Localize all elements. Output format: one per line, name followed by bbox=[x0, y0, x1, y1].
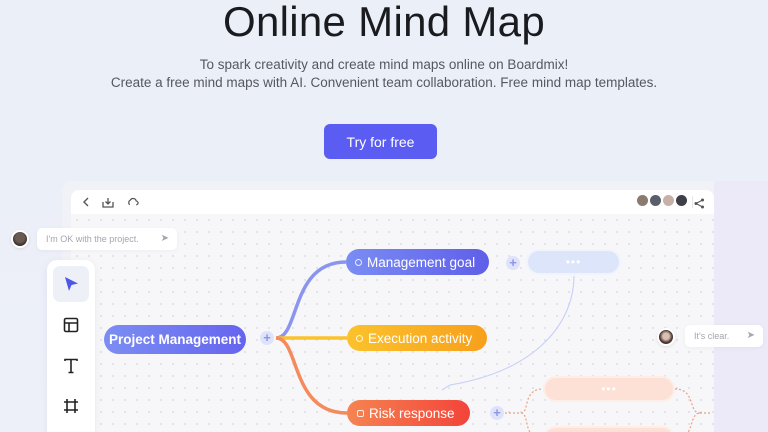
placeholder-node[interactable]: ••• bbox=[526, 249, 621, 275]
try-for-free-button[interactable]: Try for free bbox=[324, 124, 437, 159]
add-branch-icon[interactable]: + bbox=[260, 331, 274, 345]
node-label: Execution activity bbox=[368, 330, 473, 346]
node-label: Management goal bbox=[367, 254, 476, 270]
node-marker-icon bbox=[355, 258, 362, 266]
chat-message: I'm OK with the project. bbox=[46, 234, 139, 244]
avatar[interactable] bbox=[637, 195, 648, 206]
text-icon bbox=[64, 358, 78, 374]
node-marker-icon bbox=[357, 409, 364, 417]
chat-bubble-right[interactable]: It's clear. ➤ bbox=[685, 325, 763, 347]
divider bbox=[692, 196, 693, 208]
back-chevron-icon[interactable] bbox=[80, 196, 92, 208]
mind-map-node-management-goal[interactable]: Management goal bbox=[346, 249, 489, 275]
send-icon[interactable]: ➤ bbox=[160, 233, 169, 244]
app-topbar bbox=[71, 190, 714, 214]
cloud-icon[interactable] bbox=[127, 196, 139, 208]
send-icon[interactable]: ➤ bbox=[746, 330, 755, 341]
avatar[interactable] bbox=[650, 195, 661, 206]
mind-map-node-execution-activity[interactable]: Execution activity bbox=[347, 325, 487, 351]
tool-frame[interactable] bbox=[53, 388, 89, 424]
node-label: Risk response bbox=[369, 405, 455, 421]
hero-subtitle-line1: To spark creativity and create mind maps… bbox=[199, 57, 569, 72]
add-node-icon[interactable]: + bbox=[490, 406, 504, 420]
mind-map-node-risk-response[interactable]: Risk response bbox=[347, 400, 470, 426]
chat-bubble-left[interactable]: I'm OK with the project. ➤ bbox=[37, 228, 177, 250]
tool-select[interactable] bbox=[53, 266, 89, 302]
chat-message: It's clear. bbox=[694, 331, 730, 341]
placeholder-node[interactable]: ••• bbox=[543, 426, 675, 432]
download-icon[interactable] bbox=[102, 196, 114, 208]
page-title: Online Mind Map bbox=[223, 0, 545, 45]
avatar[interactable] bbox=[663, 195, 674, 206]
avatar[interactable] bbox=[676, 195, 687, 206]
add-node-icon[interactable]: + bbox=[506, 256, 520, 270]
mind-map-root-node[interactable]: Project Management bbox=[104, 325, 246, 354]
cursor-arrow-icon bbox=[65, 277, 78, 291]
tool-template[interactable] bbox=[53, 307, 89, 343]
node-marker-icon bbox=[356, 334, 363, 342]
share-icon[interactable] bbox=[694, 196, 705, 214]
tool-text[interactable] bbox=[53, 348, 89, 384]
left-toolbar bbox=[47, 260, 95, 432]
placeholder-node[interactable]: ••• bbox=[543, 376, 675, 402]
avatar bbox=[11, 230, 29, 248]
layout-icon bbox=[63, 317, 79, 333]
frame-icon bbox=[64, 399, 78, 413]
avatar bbox=[657, 328, 675, 346]
hero-subtitle-line2: Create a free mind maps with AI. Conveni… bbox=[110, 75, 658, 90]
collaborator-avatars bbox=[637, 195, 687, 206]
right-panel bbox=[714, 181, 768, 432]
